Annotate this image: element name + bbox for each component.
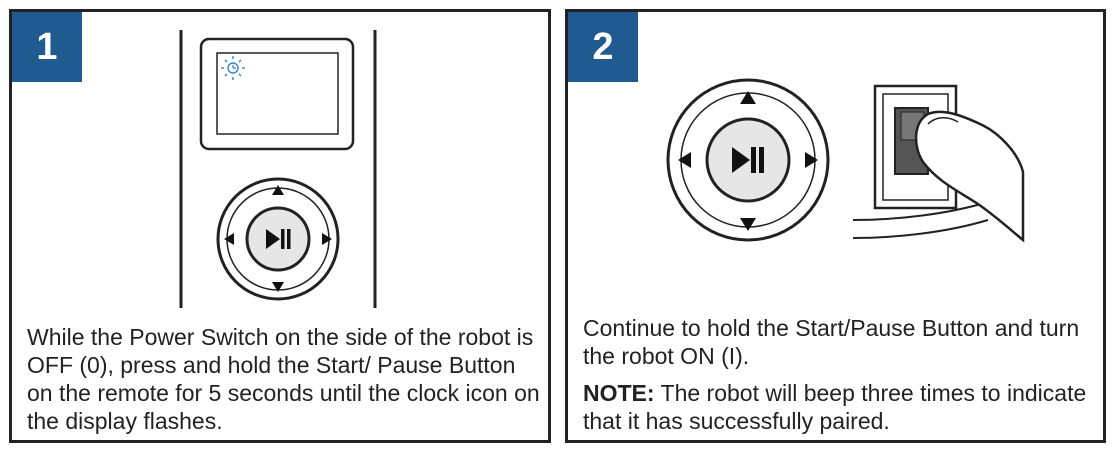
play-pause-icon: [266, 229, 291, 249]
step-2-instructions: Continue to hold the Start/Pause Button …: [583, 314, 1093, 435]
clock-icon: [221, 56, 245, 80]
step-1-instructions: While the Power Switch on the side of th…: [27, 324, 540, 434]
play-pause-icon: [732, 147, 764, 173]
step-2-panel: 2: [565, 9, 1106, 443]
remote-dpad: [666, 78, 830, 242]
step-number-badge: 2: [568, 12, 638, 82]
arrow-up-icon: [272, 185, 284, 195]
finger-icon: [914, 110, 1025, 243]
display-screen: [216, 52, 339, 135]
arrow-up-icon: [740, 91, 756, 104]
step-1-panel: 1: [9, 9, 551, 443]
note-paragraph: NOTE: The robot will beep three times to…: [583, 379, 1093, 435]
arrow-right-icon: [805, 152, 818, 168]
power-switch-illustration: [666, 78, 1025, 243]
arrow-left-icon: [678, 152, 691, 168]
arrow-left-icon: [224, 233, 234, 245]
arrow-down-icon: [740, 218, 756, 231]
remote-illustration: [179, 30, 377, 308]
step-number-badge: 1: [12, 12, 82, 82]
arrow-right-icon: [322, 233, 332, 245]
arrow-down-icon: [272, 282, 284, 292]
note-label: NOTE:: [583, 380, 655, 406]
step-2-text: Continue to hold the Start/Pause Button …: [583, 315, 1080, 369]
remote-dpad: [216, 177, 340, 301]
note-text: The robot will beep three times to indic…: [583, 380, 1087, 434]
